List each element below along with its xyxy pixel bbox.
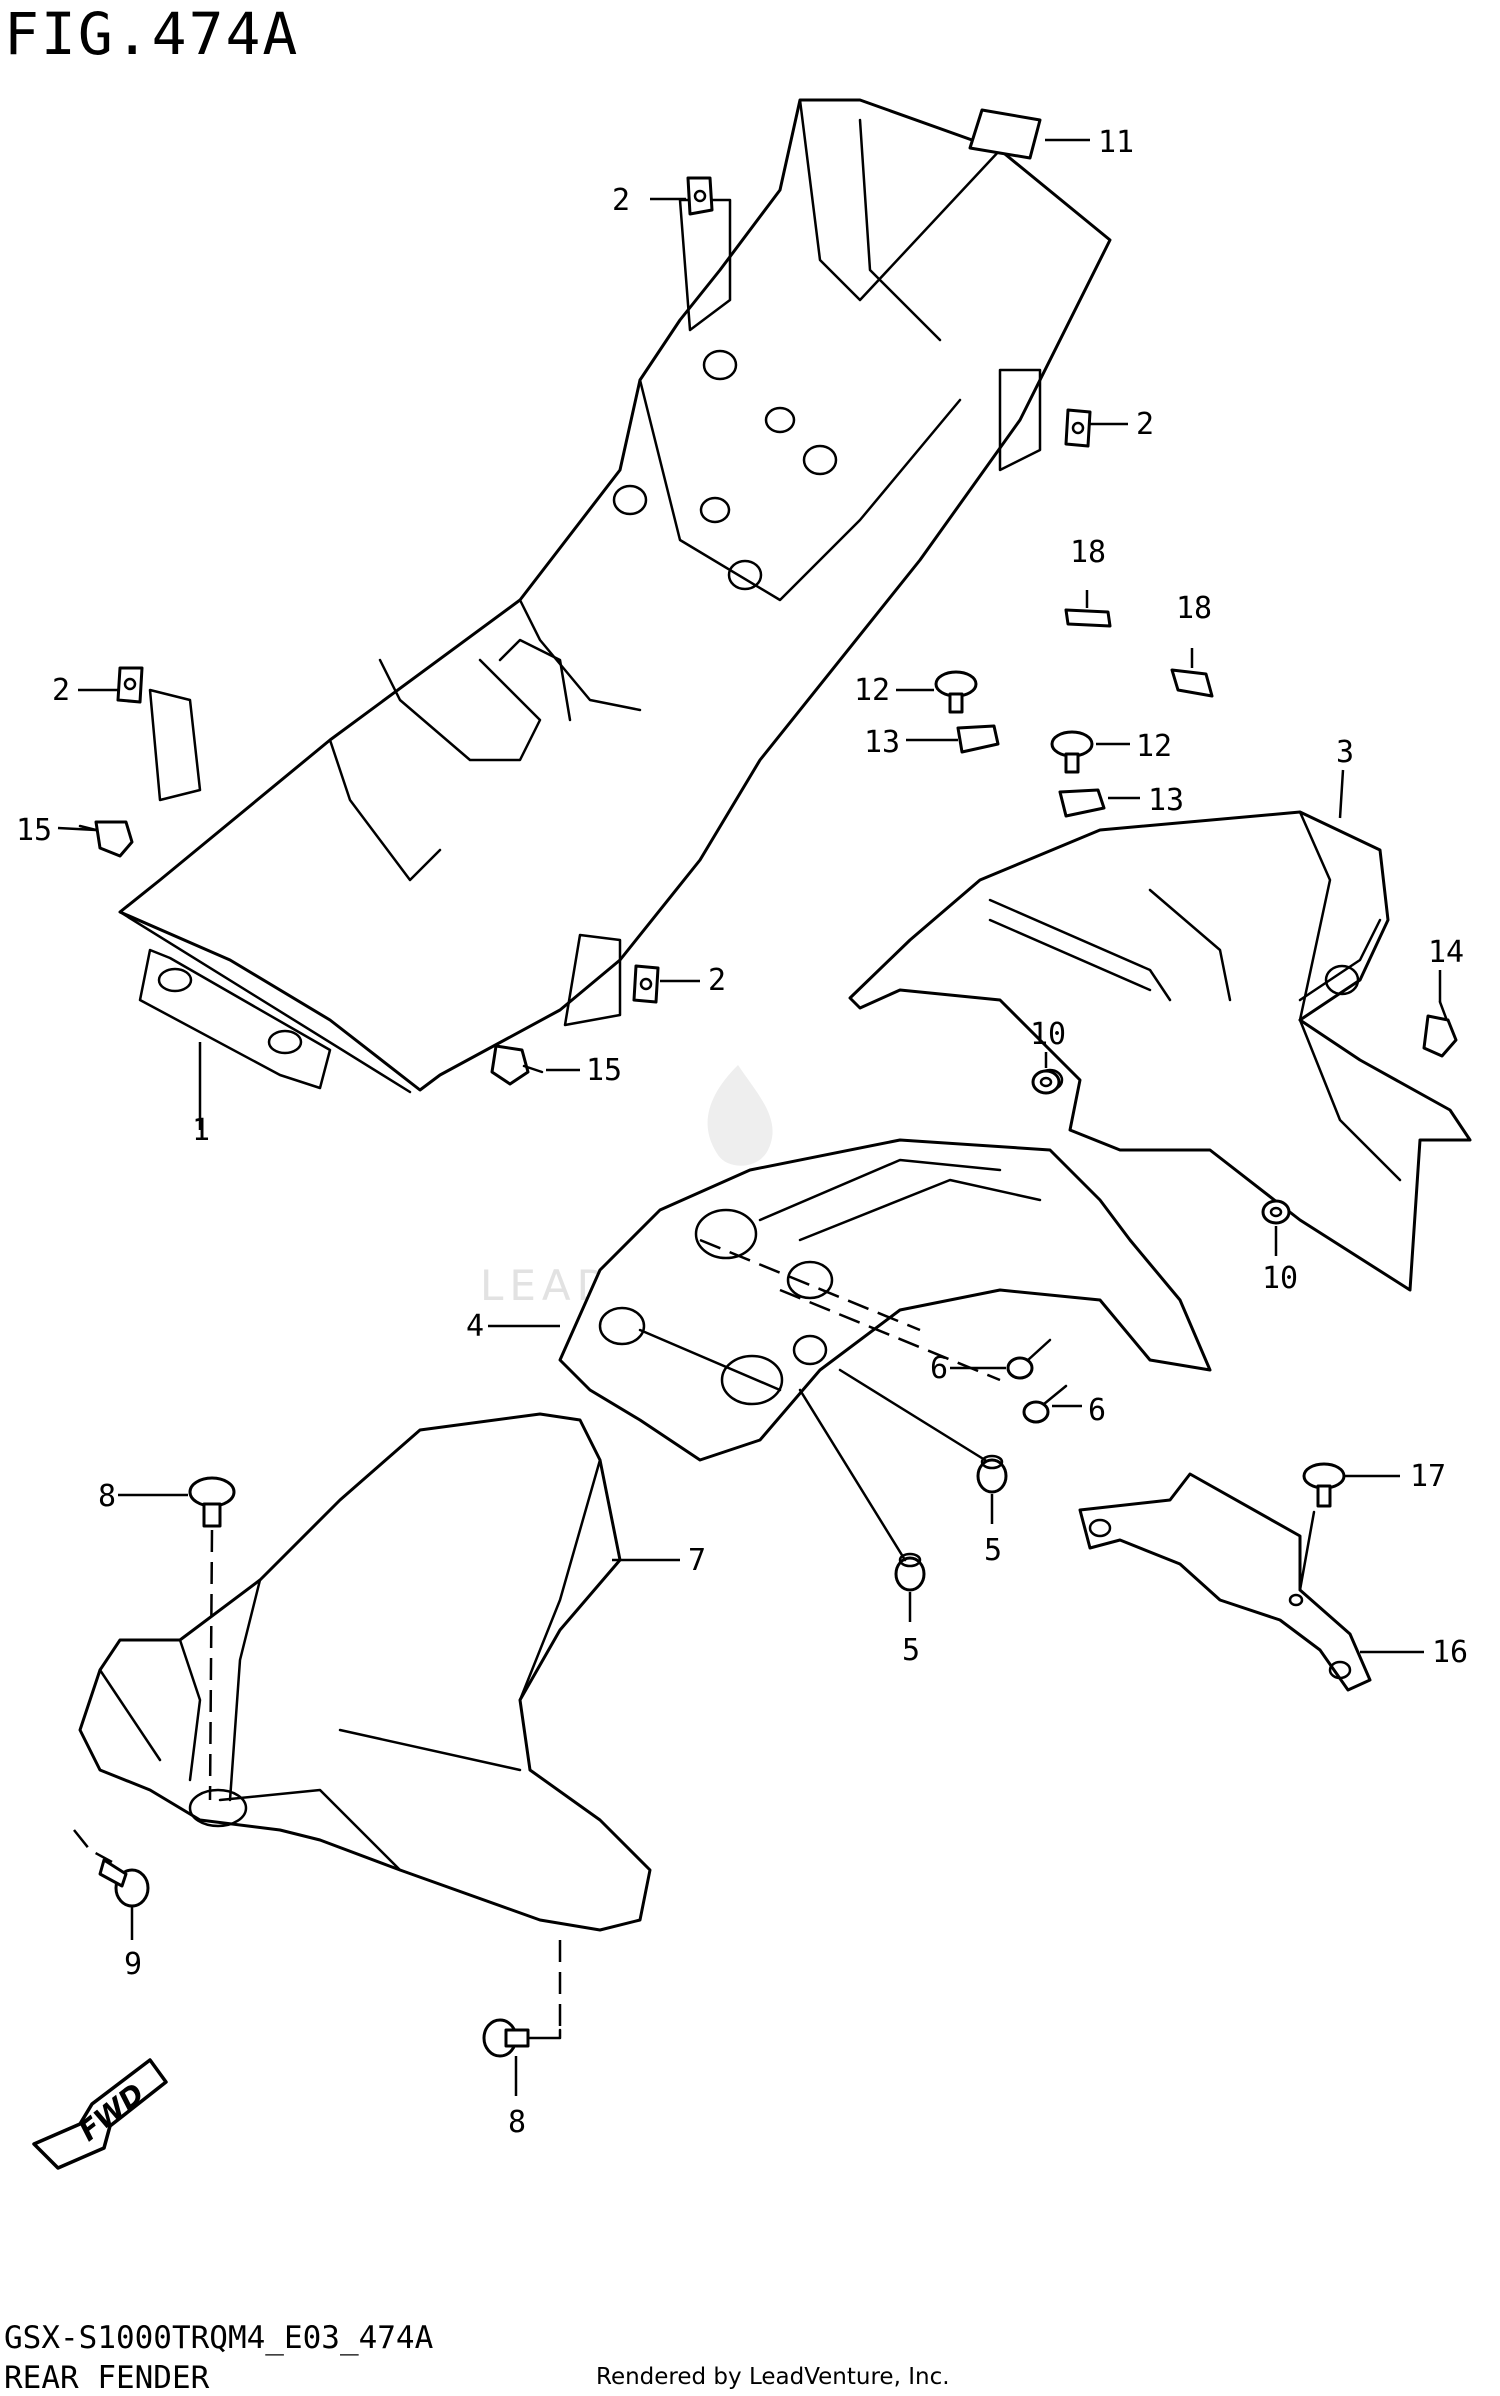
callout-5: 5 [984,1533,1002,1568]
part-5-nut-b[interactable] [894,1552,926,1592]
part-2-clip-nut-d[interactable] [632,964,660,1004]
part-3-rear-cover[interactable] [848,810,1472,1292]
part-2-clip-nut-a[interactable] [686,176,714,216]
callout-2: 2 [1136,407,1154,442]
part-4-fender-bracket[interactable] [558,1138,1212,1462]
part-16-bracket[interactable] [1078,1472,1372,1692]
callout-12: 12 [1136,729,1172,764]
part-5-nut-a[interactable] [976,1454,1008,1494]
callout-7: 7 [688,1543,706,1578]
section-name: REAR FENDER [4,2360,210,2396]
callout-13: 13 [1148,783,1184,818]
callout-10: 10 [1262,1261,1298,1296]
callout-3: 3 [1336,735,1354,770]
part-18-pad-b[interactable] [1170,668,1214,698]
callout-18: 18 [1070,535,1106,570]
part-10-washer-b[interactable] [1261,1199,1291,1225]
callout-8: 8 [98,1479,116,1514]
part-8-bolt-b[interactable] [482,2018,530,2058]
part-12-screw-a[interactable] [934,670,978,714]
callout-5: 5 [902,1633,920,1668]
part-6-screw-b[interactable] [1022,1384,1068,1424]
callout-8: 8 [508,2105,526,2140]
leader-lines [57,138,1442,2096]
part-6-screw-a[interactable] [1006,1338,1052,1380]
callout-labels: 2 11 2 2 2 15 15 1 18 18 12 12 13 13 3 1… [16,125,1468,2140]
callout-14: 14 [1428,935,1464,970]
callout-9: 9 [124,1947,142,1982]
callout-12: 12 [854,673,890,708]
callout-18: 18 [1176,591,1212,626]
callout-13: 13 [864,725,900,760]
callout-10: 10 [1030,1017,1066,1052]
callout-17: 17 [1410,1459,1446,1494]
callout-2: 2 [708,963,726,998]
part-12-screw-b[interactable] [1050,730,1094,774]
part-15-bolt-b[interactable] [490,1044,544,1086]
callout-16: 16 [1432,1635,1468,1670]
part-17-screw[interactable] [1302,1462,1346,1508]
part-10-washer-a[interactable] [1031,1069,1061,1095]
part-7-rear-hugger[interactable] [78,1412,652,1932]
credit-text: Rendered by LeadVenture, Inc. [596,2364,950,2390]
forward-direction-arrow: FWD [32,2058,168,2170]
part-8-bolt-a[interactable] [188,1476,236,1528]
part-1-rear-fender-inner[interactable] [118,98,1112,1094]
callout-6: 6 [1088,1393,1106,1428]
figure-title: FIG.474A [4,0,300,68]
part-13-nut-a[interactable] [956,724,1000,754]
callout-2: 2 [612,183,630,218]
part-2-clip-nut-c[interactable] [116,666,144,704]
part-9-bolt[interactable] [98,1858,150,1908]
callout-15: 15 [16,813,52,848]
part-13-nut-b[interactable] [1058,788,1106,818]
part-11-label[interactable] [968,108,1042,160]
callout-4: 4 [466,1309,484,1344]
part-14-bolt[interactable] [1422,1000,1458,1058]
part-15-bolt-a[interactable] [78,820,134,858]
callout-11: 11 [1098,125,1134,160]
callout-6: 6 [930,1351,948,1386]
callout-1: 1 [192,1113,210,1148]
callout-2: 2 [52,673,70,708]
part-18-pad-a[interactable] [1064,608,1112,628]
callout-15: 15 [586,1053,622,1088]
model-code: GSX-S1000TRQM4_E03_474A [4,2320,434,2356]
part-2-clip-nut-b[interactable] [1064,408,1092,448]
